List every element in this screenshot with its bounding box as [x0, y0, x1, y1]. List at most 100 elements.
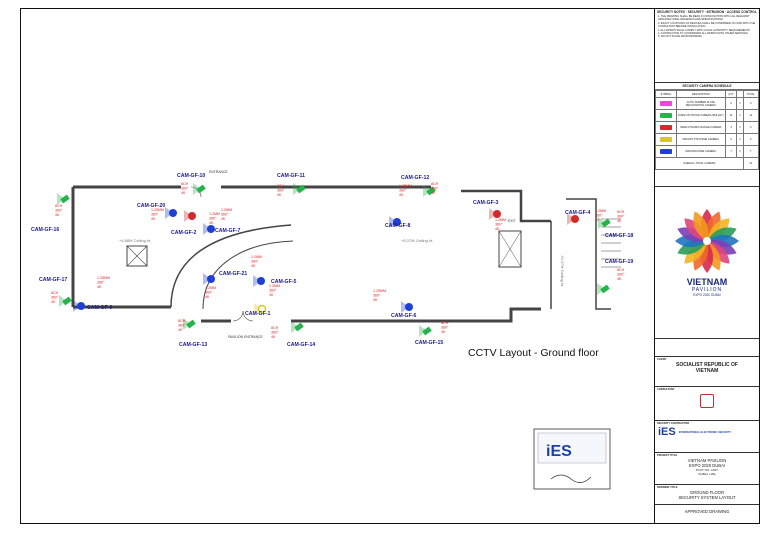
camera-spec: 1.2MM — [495, 218, 506, 222]
camera-layer: CAM-GF-11.2MM360°4KCAM-GF-21.2MM360°4KCA… — [31, 173, 633, 348]
camera-spec: 8CH — [617, 210, 625, 214]
camera-spec: 360° — [55, 208, 63, 212]
schedule-qty: 0 — [742, 97, 760, 110]
label-ceiling-2: +5.07M Ceiling ht. — [401, 238, 433, 243]
camera-spec: 360° — [617, 272, 625, 276]
schedule-header-cell: QTY — [724, 90, 738, 98]
dome-camera-icon — [257, 277, 265, 285]
bullet-camera-icon — [600, 284, 610, 294]
schedule-description: AUTO NUMBER PLATE RECOGNITION CAMERA — [675, 97, 726, 110]
camera-spec: 4K — [277, 193, 282, 197]
camera-spec: 1.2MM — [205, 286, 216, 290]
camera-spec: 4K — [51, 300, 56, 304]
status-section: APPROVED DRAWING — [655, 504, 759, 523]
camera-spec: 4K — [251, 264, 256, 268]
camera-spec: 4K — [495, 227, 500, 231]
camera-spec: 4K — [399, 193, 404, 197]
camera-symbol-icon — [655, 97, 677, 110]
camera-spec: 4K — [431, 191, 436, 195]
revision-strip — [655, 338, 759, 356]
camera-symbol-icon — [655, 121, 677, 134]
camera-spec: 8CH — [271, 326, 279, 330]
camera-spec: 8CH — [441, 321, 449, 325]
dome-camera-icon — [405, 303, 413, 311]
label-ceiling-1: +4.88M Ceiling ht. — [119, 238, 151, 243]
label-ceiling-3: +5.07M Ceiling ht. — [560, 255, 565, 287]
camera-label: CAM-GF-3 — [473, 200, 498, 206]
camera-spec: 1.2MM — [595, 209, 606, 213]
camera-spec: 360° — [495, 222, 503, 226]
camera-spec: 1.2MM — [269, 284, 280, 288]
wdr-camera-icon — [188, 212, 196, 220]
camera-spec: 4K — [178, 328, 183, 332]
camera-label: CAM-GF-8 — [385, 223, 410, 229]
label-exit: EXIT — [508, 219, 516, 223]
schedule-header-cell: SYMBOL — [655, 90, 677, 98]
stamp-logo: iES — [546, 443, 572, 460]
camera-spec: 8CH — [55, 204, 63, 208]
drawing-line-2: SECURITY SYSTEM LAYOUT — [678, 495, 736, 500]
camera-spec: 360° — [97, 280, 105, 284]
client-label: CLIENT — [657, 358, 667, 361]
camera-label: CAM-GF-7 — [215, 228, 240, 234]
camera-spec: 360° — [178, 323, 186, 327]
camera-spec: 1.25MM — [151, 208, 164, 212]
camera-spec: 4K — [617, 277, 622, 281]
drawing-line-1: GROUND FLOOR — [689, 490, 725, 495]
dome-camera-icon — [77, 302, 85, 310]
notes-section: SECURITY NOTES · SECURITY · INTRUSION · … — [655, 9, 759, 82]
note-item: 5. DO NOT SCALE FROM DRAWING. — [658, 35, 703, 39]
camera-label: CAM-GF-4 — [565, 210, 590, 216]
camera-spec: 360° — [51, 295, 59, 299]
project-line-3: PLOT NO: C007 — [696, 468, 718, 472]
note-item: 1. THE DRAWING SHALL BE READ IN CONJUNCT… — [658, 15, 750, 22]
schedule-total-row: OVERALL TOTAL CAMERA 21 — [655, 157, 760, 170]
vietnam-pavilion-logo: VIETNAM PAVILION EXPO 2020 DUBAI — [655, 186, 759, 338]
approval-stamp: iES — [533, 428, 611, 490]
camera-spec: 360° — [431, 186, 439, 190]
camera-spec: 4K — [595, 218, 600, 222]
contractor-name: INTERNATIONAL ELECTRONIC SECURITY — [678, 430, 732, 434]
camera-spec: 360° — [151, 212, 159, 216]
ptz-camera-icon — [257, 304, 267, 314]
project-line-1: VIETNAM PAVILION — [687, 458, 727, 463]
schedule-qty: 7 — [724, 145, 738, 158]
camera-spec: 360° — [441, 325, 449, 329]
camera-spec: 8CH — [277, 184, 285, 188]
drawing-status: APPROVED DRAWING — [684, 509, 730, 514]
logo-line-1: VIETNAM — [686, 277, 728, 287]
schedule-qty: 11 — [742, 109, 760, 122]
camera-spec: 4K — [151, 217, 156, 221]
camera-label: CAM-GF-6 — [391, 313, 416, 319]
note-item: 3. ALL WORKS SHALL COMPLY WITH LOCAL AUT… — [658, 28, 751, 32]
camera-spec: 4K — [221, 217, 226, 221]
label-entrance: ENTRANCE — [209, 170, 228, 174]
